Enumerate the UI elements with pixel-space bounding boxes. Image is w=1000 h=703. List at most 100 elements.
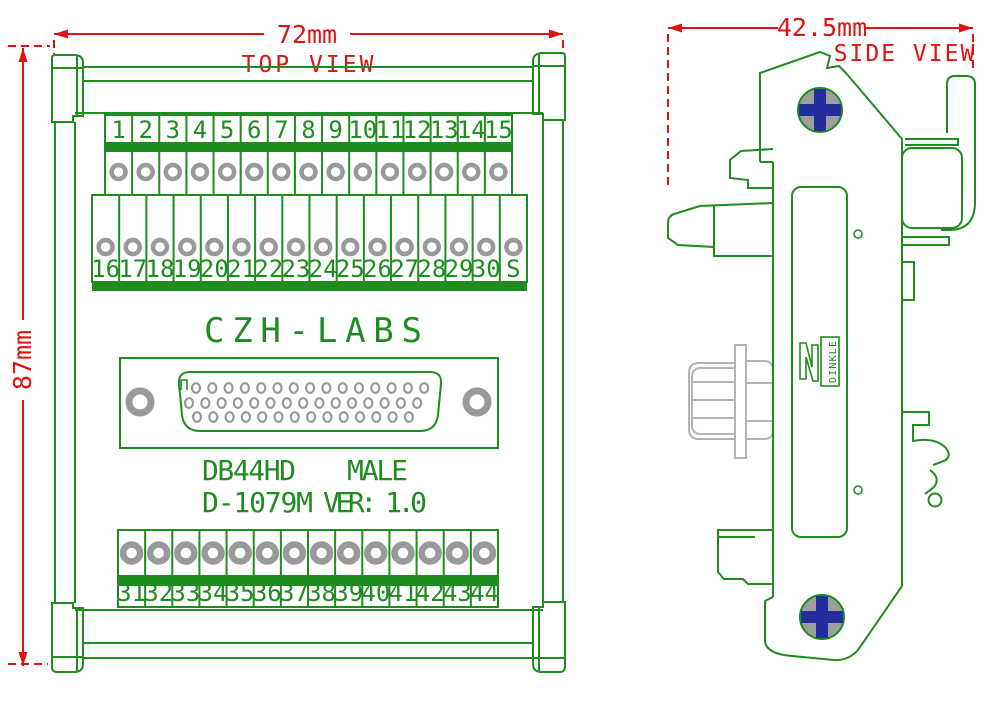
- dsub-pin: [370, 382, 381, 394]
- terminal-screw-hole: [326, 162, 345, 182]
- terminal-label: 29: [445, 255, 474, 283]
- dsub-pin: [412, 397, 423, 409]
- terminal-screw-hole: [434, 162, 454, 182]
- terminal-screw-hole: [445, 541, 470, 565]
- terminal-screw-hole: [368, 237, 387, 257]
- module-body: [51, 52, 566, 673]
- terminal-label: 40: [361, 579, 390, 607]
- side-view-dimensions: 42.5mm SIDE VIEW: [667, 13, 974, 188]
- dsub-pin: [322, 411, 333, 423]
- connector-type-label: DB44HD: [202, 454, 296, 487]
- terminal-screw-hole: [341, 237, 360, 257]
- terminal-screw-hole: [255, 541, 280, 565]
- dsub-pin: [321, 382, 332, 394]
- terminal-label: 11: [375, 116, 404, 144]
- terminal-screw-hole: [96, 237, 115, 257]
- terminal-screw-hole: [232, 237, 251, 257]
- dsub-pin: [306, 411, 317, 423]
- arrow-down-icon: [18, 652, 28, 666]
- terminal-screw-hole: [418, 541, 442, 565]
- dsub-pin: [265, 397, 276, 409]
- dsub-pin: [216, 397, 227, 409]
- terminal-label: S: [506, 255, 520, 283]
- top-view-label: TOP VIEW: [242, 52, 377, 78]
- terminal-screw-hole: [174, 541, 198, 565]
- terminal-screw-hole: [364, 541, 388, 565]
- dsub-pin: [249, 397, 260, 409]
- side-view: 42.5mm SIDE VIEW: [667, 13, 976, 662]
- terminal-label: 24: [309, 255, 338, 283]
- side-dsub-gray: [688, 344, 774, 459]
- terminal-screw-hole: [136, 162, 155, 182]
- top-view-dimensions: 72mm TOP VIEW 87mm: [8, 20, 564, 666]
- terminal-label: 44: [470, 579, 499, 607]
- terminal-label: 9: [328, 116, 342, 144]
- dsub-pin: [298, 397, 309, 409]
- dinkle-logo: DINKLE: [799, 336, 840, 387]
- arrow-right-icon: [959, 23, 973, 33]
- terminal-screw-hole: [286, 237, 306, 257]
- terminal-screw-hole: [299, 162, 318, 182]
- side-body-outline: [667, 50, 976, 662]
- dsub-pin: [354, 411, 366, 423]
- terminal-label: 31: [117, 579, 146, 607]
- dsub-pin: [338, 411, 349, 423]
- terminal-label: 8: [301, 116, 315, 144]
- terminal-label: 12: [403, 116, 432, 144]
- arrow-up-icon: [18, 48, 28, 62]
- terminal-label: 41: [389, 579, 418, 607]
- side-width-dim: 42.5mm: [777, 13, 867, 42]
- terminal-screw-hole: [489, 162, 508, 182]
- terminal-screw-hole: [313, 237, 333, 257]
- terminal-label: 3: [166, 116, 180, 144]
- terminal-screw-hole: [205, 237, 224, 257]
- terminal-label: 38: [307, 579, 336, 607]
- terminal-label: 10: [348, 116, 377, 144]
- terminal-label: 34: [199, 579, 228, 607]
- terminal-label: 37: [280, 579, 309, 607]
- terminal-screw-hole: [336, 541, 361, 565]
- dsub-pin: [224, 411, 235, 423]
- terminal-label: 16: [91, 255, 120, 283]
- terminal-screw-hole: [109, 162, 128, 182]
- dsub-pin: [240, 411, 251, 423]
- terminal-screw-hole: [228, 541, 252, 565]
- terminal-label: 36: [253, 579, 282, 607]
- terminal-label: 17: [118, 255, 147, 283]
- arrow-left-icon: [54, 29, 68, 39]
- dsub-pin: [330, 397, 341, 409]
- terminal-label: 43: [443, 579, 472, 607]
- terminal-screw-hole: [422, 237, 442, 257]
- terminal-screw-hole: [123, 237, 143, 257]
- dsub-pin: [386, 382, 397, 394]
- terminal-screw-hole: [259, 237, 278, 257]
- terminal-label: 19: [173, 255, 202, 283]
- terminal-label: 39: [334, 579, 363, 607]
- terminal-label: 26: [363, 255, 392, 283]
- dsub-pin: [289, 411, 300, 423]
- dsub-pin: [200, 397, 211, 409]
- dinkle-logo-label: DINKLE: [828, 341, 839, 383]
- terminal-screw-hole: [380, 162, 400, 182]
- terminal-label: 25: [336, 255, 365, 283]
- terminal-screw-hole: [353, 162, 373, 182]
- dsub-pin: [256, 382, 267, 394]
- screw-bottom: [799, 594, 845, 640]
- terminal-label: 32: [144, 579, 173, 607]
- top-height-dim: 87mm: [8, 330, 37, 390]
- dsub-pin: [363, 397, 374, 409]
- dsub-pin: [288, 382, 299, 394]
- terminal-screw-hole: [282, 541, 307, 565]
- terminal-label: 42: [416, 579, 445, 607]
- terminal-screw-hole: [244, 162, 264, 182]
- dsub-pin: [337, 382, 348, 394]
- screw-top: [797, 87, 843, 133]
- terminal-screw-hole: [407, 162, 427, 182]
- terminal-label: 13: [430, 116, 459, 144]
- terminal-label: 5: [220, 116, 234, 144]
- dsub-pins: [183, 382, 430, 423]
